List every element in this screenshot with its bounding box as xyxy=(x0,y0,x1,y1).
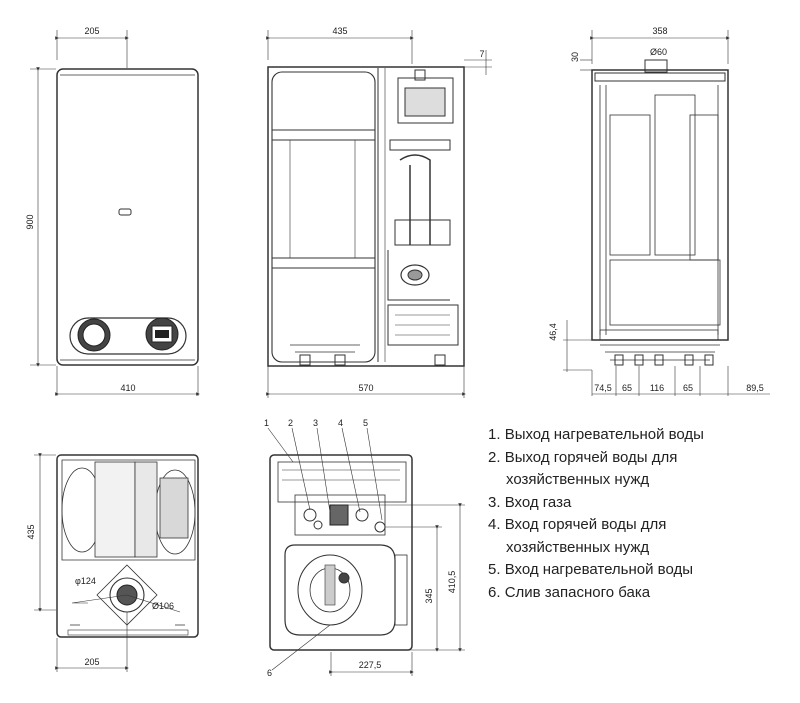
legend-num: 6. xyxy=(488,583,501,601)
legend-item-4-cont: хозяйственных нужд xyxy=(488,537,788,560)
dim-right-dia: Ø60 xyxy=(650,47,667,57)
callout-5: 5 xyxy=(363,418,368,428)
dim-rear-dia2: Ø106 xyxy=(152,601,174,611)
callout-6: 6 xyxy=(267,668,272,678)
side-view: 435 7 570 xyxy=(266,26,492,398)
legend-num: 5. xyxy=(488,561,501,578)
legend-item-6: 6. Слив запасного бака xyxy=(488,582,788,605)
dim-right-height: 46,4 xyxy=(548,323,558,341)
legend-text: Слив запасного бака xyxy=(504,583,651,601)
dim-right-b5: 89,5 xyxy=(746,383,764,393)
dim-rear-dia1: φ124 xyxy=(75,576,96,586)
legend-item-3: 3. Вход газа xyxy=(488,492,788,515)
dim-bottom-h2: 410,5 xyxy=(447,571,457,594)
legend-item-1: 1. Выход нагревательной воды xyxy=(488,424,788,447)
legend-item-5: 5. Вход нагревательной воды xyxy=(488,559,788,582)
callout-4: 4 xyxy=(338,418,343,428)
front-view: 205 900 410 xyxy=(25,26,200,396)
legend-text: Вход газа xyxy=(504,493,572,511)
legend: 1. Выход нагревательной воды 2. Выход го… xyxy=(488,424,788,604)
dim-rear-bottom: 205 xyxy=(84,657,99,667)
callout-1: 1 xyxy=(264,418,269,428)
dim-side-top: 435 xyxy=(332,26,347,36)
dim-front-height: 900 xyxy=(25,214,35,229)
bottom-view: 1 2 3 4 5 6 345 410,5 227,5 xyxy=(264,418,465,678)
callout-2: 2 xyxy=(288,418,293,428)
dim-bottom-h1: 345 xyxy=(424,588,434,603)
dim-bottom-w: 227,5 xyxy=(359,660,382,670)
legend-item-2: 2. Выход горячей воды для xyxy=(488,447,788,470)
legend-num: 3. xyxy=(488,493,501,511)
dim-front-bottom: 410 xyxy=(120,383,135,393)
legend-text: хозяйственных нужд xyxy=(506,471,650,488)
dim-right-b2: 65 xyxy=(622,383,632,393)
legend-text: Вход нагревательной воды xyxy=(504,561,694,578)
dim-right-top-left: 30 xyxy=(570,52,580,62)
legend-text: Выход нагревательной воды xyxy=(504,426,704,443)
dim-right-b1: 74,5 xyxy=(594,383,612,393)
dim-side-top-right: 7 xyxy=(479,49,484,59)
dim-right-top: 358 xyxy=(652,26,667,36)
dim-right-b3: 116 xyxy=(650,383,664,393)
dim-right-b4: 65 xyxy=(683,383,693,393)
legend-num: 1. xyxy=(488,426,501,443)
legend-text: Вход горячей воды для xyxy=(504,516,667,533)
legend-num: 2. xyxy=(488,448,501,466)
dim-front-top: 205 xyxy=(84,26,99,36)
callout-3: 3 xyxy=(313,418,318,428)
dim-side-bottom: 570 xyxy=(358,383,373,393)
legend-num: 4. xyxy=(488,516,501,533)
legend-item-2-cont: хозяйственных нужд xyxy=(488,469,788,492)
dim-rear-left: 435 xyxy=(26,524,36,539)
right-view: 358 Ø60 30 46,4 74,5 65 116 65 89,5 xyxy=(548,26,770,396)
legend-text: Выход горячей воды для xyxy=(504,448,678,466)
legend-item-4: 4. Вход горячей воды для xyxy=(488,514,788,537)
rear-view: φ124 Ø106 435 205 xyxy=(26,453,199,672)
legend-text: хозяйственных нужд xyxy=(506,538,650,556)
